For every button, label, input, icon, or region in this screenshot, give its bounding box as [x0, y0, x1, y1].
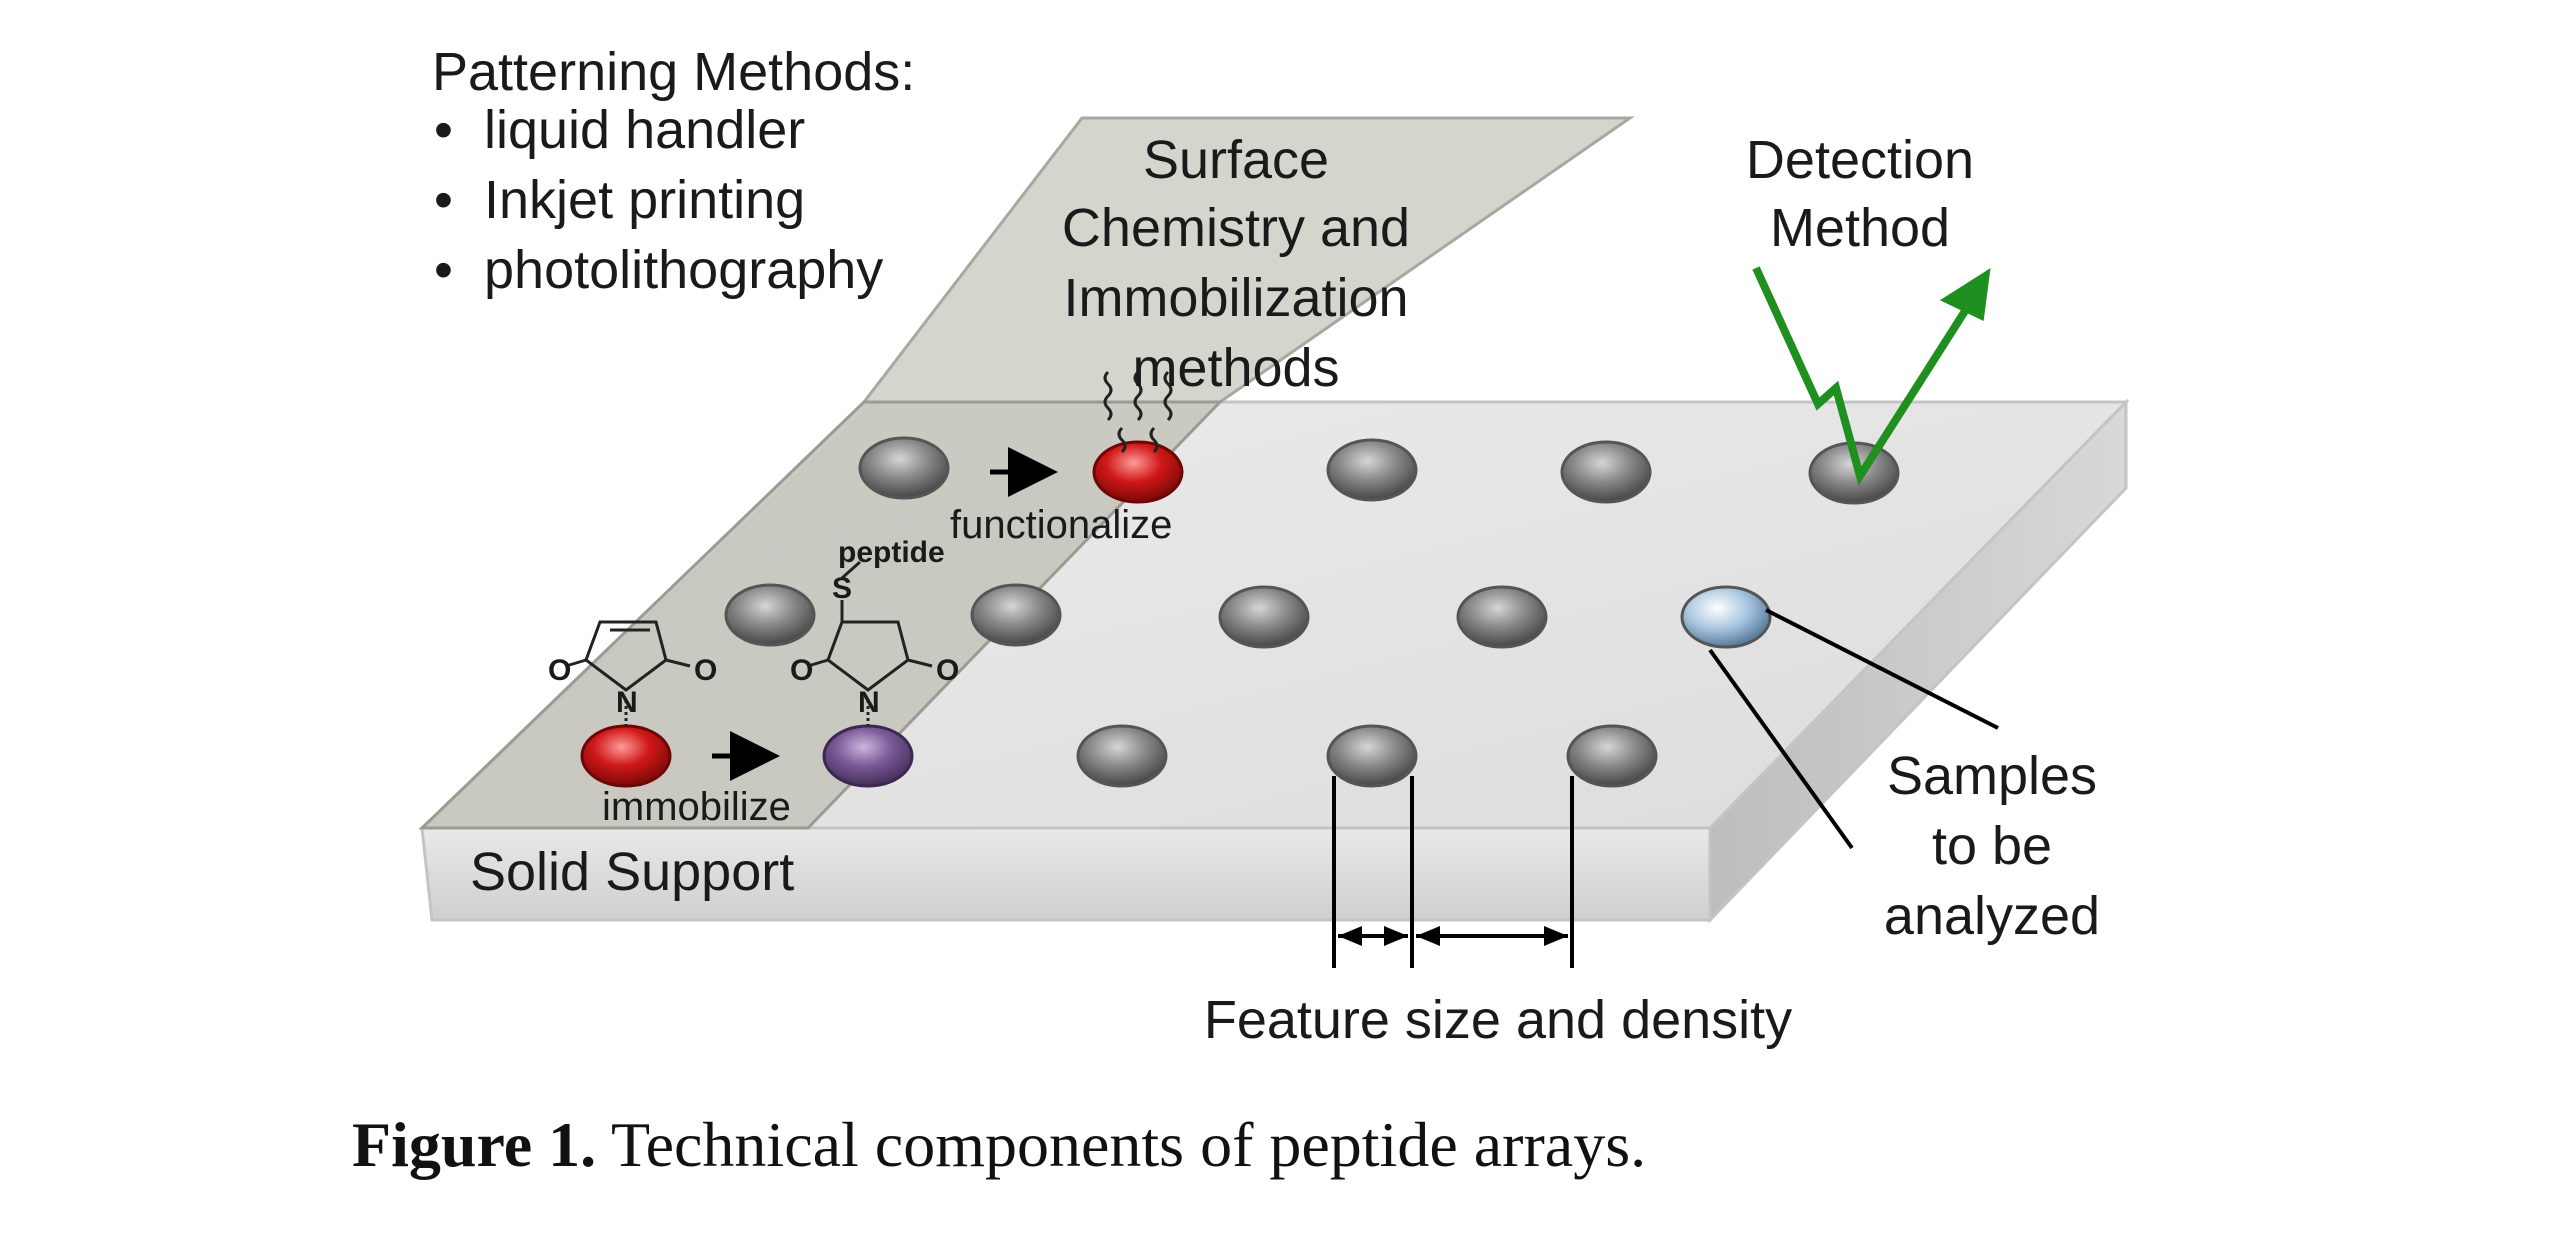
samples-label: Samples to be analyzed — [1884, 746, 2100, 946]
surface-chemistry-panel — [418, 116, 1635, 830]
well — [1456, 585, 1548, 649]
peptide-strands-icon — [1103, 370, 1173, 454]
chem-atom-S: S — [832, 572, 852, 605]
chem-atom-N: N — [616, 686, 638, 719]
well — [1076, 724, 1168, 788]
well — [858, 436, 950, 500]
well — [1218, 585, 1310, 649]
chem-atom-O: O — [936, 654, 959, 687]
functionalize-label: functionalize — [950, 503, 1172, 547]
feature-size-label: Feature size and density — [1204, 990, 1792, 1050]
well — [724, 583, 816, 647]
samples-line: to be — [1932, 816, 2052, 876]
samples-line: Samples — [1887, 746, 2097, 806]
well — [1326, 438, 1418, 502]
caption-label: Figure 1. — [352, 1109, 597, 1180]
surface-chem-line: Surface — [1143, 130, 1329, 190]
samples-line: analyzed — [1884, 886, 2100, 946]
patterning-item: photolithography — [484, 240, 883, 300]
surface-chem-line: Immobilization — [1063, 268, 1408, 328]
well — [1566, 724, 1658, 788]
patterning-item: liquid handler — [484, 100, 805, 160]
chem-atom-O: O — [694, 654, 717, 687]
figure-caption: Figure 1. Technical components of peptid… — [352, 1108, 2352, 1182]
feature-size-dimension — [1332, 776, 1574, 968]
well — [1560, 440, 1652, 504]
functionalized-well — [1092, 440, 1184, 504]
sample-well — [1680, 585, 1772, 649]
solid-support-label: Solid Support — [470, 842, 794, 902]
chem-atom-O: O — [548, 654, 571, 687]
patterning-methods: Patterning Methods: • liquid handler • I… — [432, 42, 915, 300]
surface-chemistry-label: Surface Chemistry and Immobilization met… — [1062, 130, 1410, 398]
bullet-icon: • — [434, 170, 453, 230]
patterning-item: Inkjet printing — [484, 170, 805, 230]
samples-pointer-lines — [1708, 608, 1999, 850]
surface-chem-line: Chemistry and — [1062, 198, 1410, 258]
succinimide-structure-icon — [807, 560, 933, 726]
array-wells — [580, 436, 1900, 788]
detection-signal-arrow-icon — [1752, 266, 1991, 486]
immobilized-well — [822, 724, 914, 788]
detection-line: Detection — [1746, 130, 1974, 190]
patterning-title: Patterning Methods: — [432, 42, 915, 102]
detection-method-label: Detection Method — [1746, 130, 1974, 258]
caption-text: Technical components of peptide arrays. — [596, 1109, 1647, 1180]
slab-side-face — [1708, 398, 2128, 924]
well — [970, 583, 1062, 647]
immobilize-label: immobilize — [602, 785, 791, 829]
well — [1326, 724, 1418, 788]
surface-panel-lower — [418, 400, 1224, 830]
maleimide-well — [580, 724, 672, 788]
maleimide-structure-icon — [565, 620, 691, 726]
bullet-icon: • — [434, 100, 453, 160]
chem-atom-O: O — [790, 654, 813, 687]
peptide-label: peptide — [838, 536, 945, 569]
surface-chem-line: methods — [1132, 338, 1339, 398]
chem-atom-N: N — [858, 686, 880, 719]
detection-line: Method — [1770, 198, 1950, 258]
bullet-icon: • — [434, 240, 453, 300]
